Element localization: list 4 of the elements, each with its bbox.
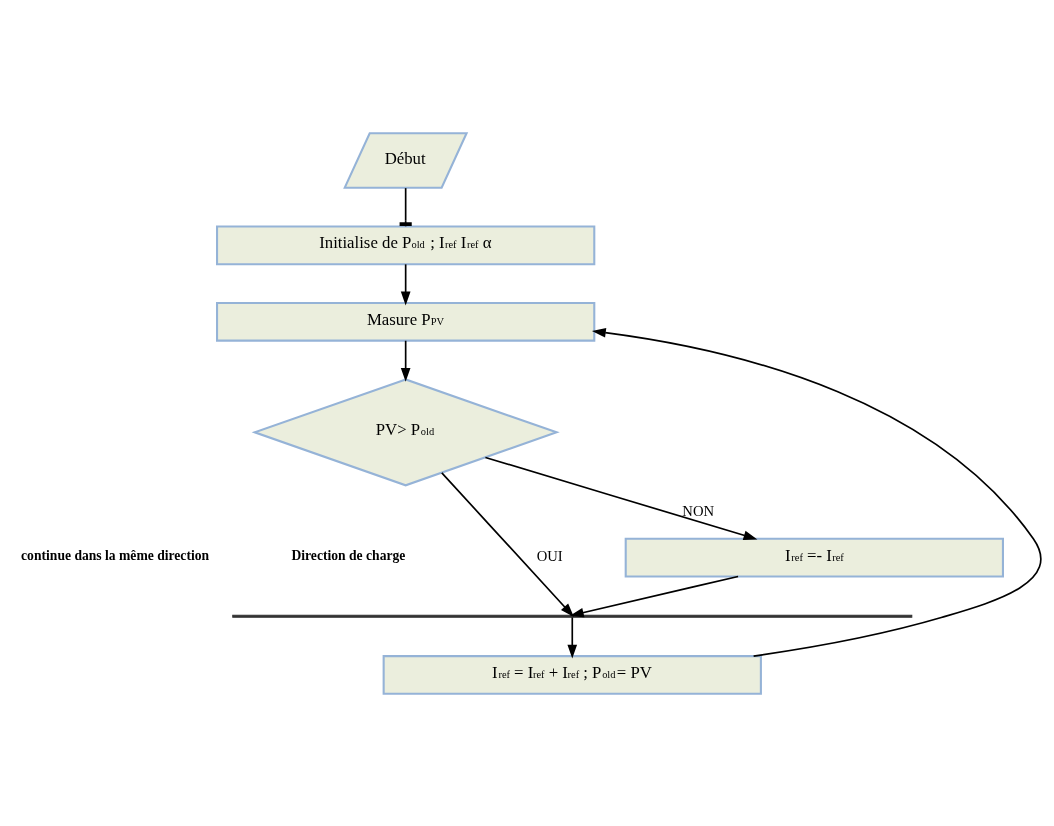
label: Direction de charge	[291, 547, 406, 563]
edge-label: NON	[682, 502, 715, 519]
edge-label: OUI	[536, 547, 563, 564]
label: continue dans la même direction	[21, 547, 210, 563]
